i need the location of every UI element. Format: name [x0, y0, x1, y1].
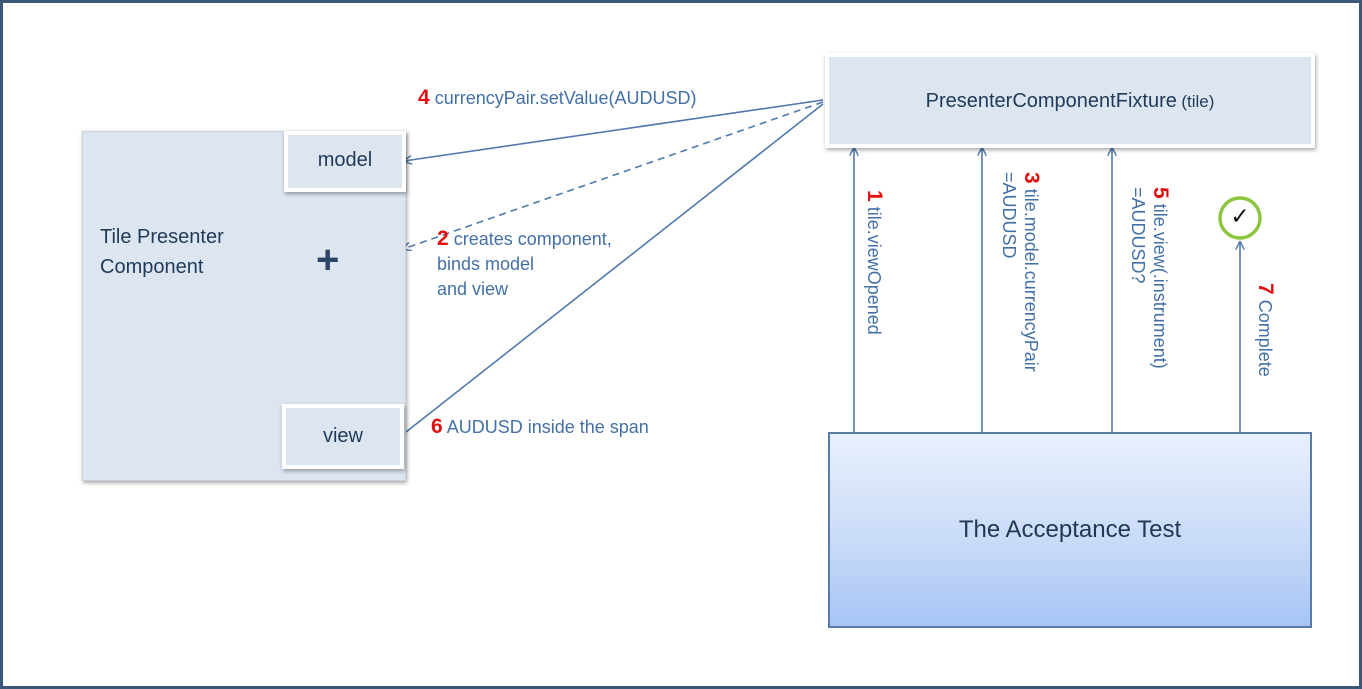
view-box: view: [282, 404, 404, 469]
plus-icon: +: [316, 238, 340, 282]
step-6-label: 6 AUDUSD inside the span: [431, 415, 649, 439]
step-7-number: 7: [1254, 283, 1277, 295]
tile-presenter-title-line1: Tile Presenter: [100, 226, 224, 248]
fixture-name: PresenterComponentFixture: [925, 90, 1177, 112]
check-icon: ✓: [1230, 204, 1250, 230]
tile-presenter-title-line2: Component: [100, 256, 204, 278]
arrow-creates-component: [403, 101, 824, 249]
arrow-view-to-fixture: [405, 103, 824, 433]
step-2-line1: creates component,: [453, 229, 612, 249]
view-label: view: [322, 425, 363, 447]
step-3-label: 3 tile.model.currencyPair =AUDUSD: [998, 172, 1043, 372]
presenter-component-fixture: PresenterComponentFixture (tile): [825, 53, 1315, 148]
step-1-number: 1: [863, 190, 886, 202]
step-1-label: 1 tile.viewOpened: [863, 190, 886, 335]
step-3-number: 3: [1020, 172, 1043, 184]
step-3-line2: =AUDUSD: [999, 172, 1019, 259]
step-4-label: 4 currencyPair.setValue(AUDUSD): [418, 86, 696, 110]
step-1-text: tile.viewOpened: [864, 206, 884, 335]
fixture-title: PresenterComponentFixture (tile): [829, 90, 1311, 113]
step-2-line3: and view: [437, 279, 509, 299]
fixture-param: (tile): [1181, 92, 1215, 111]
model-box: model: [284, 131, 406, 192]
check-ring: [1218, 196, 1262, 240]
step-2-line2: binds model: [437, 254, 535, 274]
tile-presenter-title: Tile Presenter Component: [100, 222, 224, 282]
step-3-line1: tile.model.currencyPair: [1021, 188, 1041, 372]
step-5-line1: tile.view(.instrument): [1150, 203, 1170, 369]
acceptance-test-label: The Acceptance Test: [958, 516, 1182, 543]
step-4-text: currencyPair.setValue(AUDUSD): [434, 88, 697, 108]
model-label: model: [317, 149, 373, 171]
step-6-text: AUDUSD inside the span: [446, 417, 649, 437]
arrow-set-value: [404, 99, 824, 161]
step-7-label: 7 Complete: [1254, 283, 1277, 377]
step-2-number: 2: [437, 227, 449, 250]
step-4-number: 4: [418, 86, 430, 109]
step-5-line2: =AUDUSD?: [1128, 187, 1148, 284]
step-7-text: Complete: [1255, 299, 1275, 377]
step-6-number: 6: [431, 415, 443, 438]
step-5-label: 5 tile.view(.instrument) =AUDUSD?: [1127, 187, 1172, 369]
step-5-number: 5: [1149, 187, 1172, 199]
acceptance-test: The Acceptance Test: [828, 432, 1312, 628]
step-2-label: 2 creates component, binds model and vie…: [437, 226, 612, 302]
